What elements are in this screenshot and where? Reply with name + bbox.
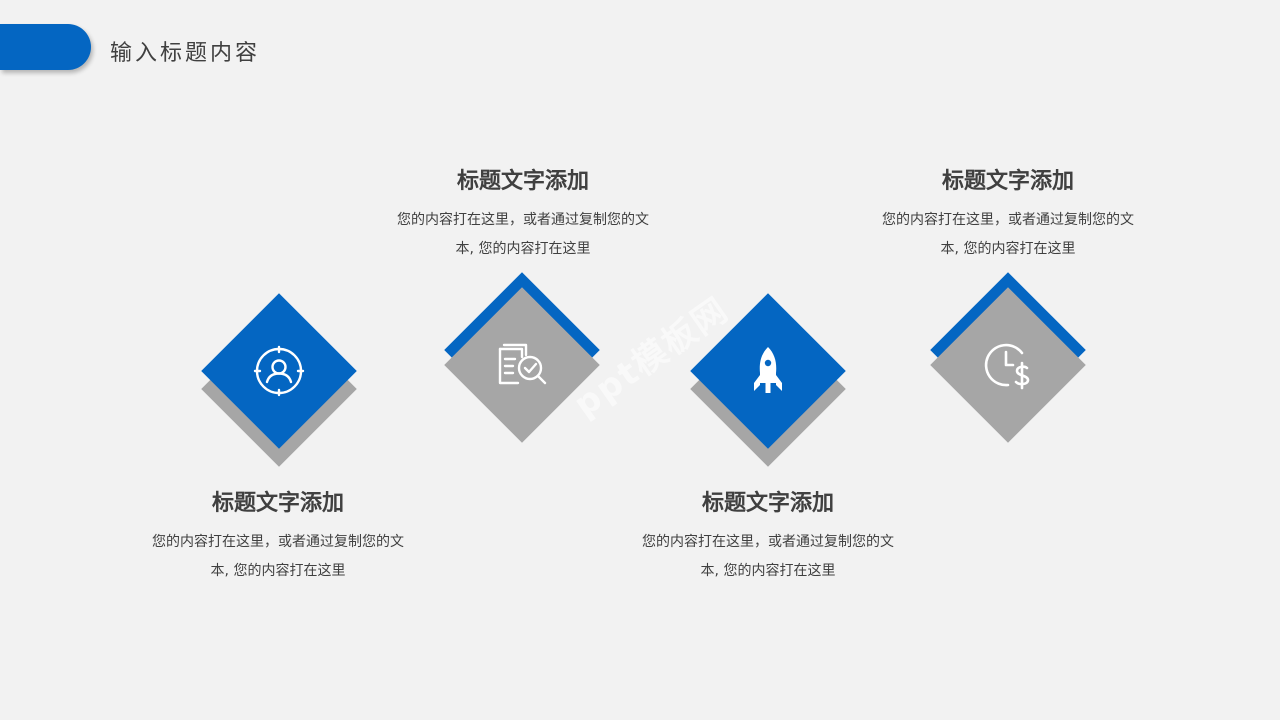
item-2-title: 标题文字添加 [456, 169, 589, 194]
item-2-description: 您的内容打在这里，或者通过复制您的文 本, 您的内容打在这里 [373, 206, 673, 264]
item-1-description: 您的内容打在这里，或者通过复制您的文 本, 您的内容打在这里 [128, 528, 428, 586]
item-4-title: 标题文字添加 [941, 169, 1074, 194]
header-accent-tab [0, 24, 91, 70]
item-3-title: 标题文字添加 [701, 491, 834, 516]
item-3-desc-line-1: 您的内容打在这里，或者通过复制您的文 [642, 534, 894, 550]
page-title: 输入标题内容 [110, 41, 261, 66]
item-1-desc-line-1: 您的内容打在这里，或者通过复制您的文 [152, 534, 404, 550]
item-4-desc-line-2: 本, 您的内容打在这里 [940, 241, 1076, 257]
document-search-check-icon [496, 339, 548, 391]
item-2-desc-line-2: 本, 您的内容打在这里 [455, 241, 591, 257]
item-2-desc-line-1: 您的内容打在这里，或者通过复制您的文 [397, 212, 649, 228]
item-4-description: 您的内容打在这里，或者通过复制您的文 本, 您的内容打在这里 [858, 206, 1158, 264]
item-3-desc-line-2: 本, 您的内容打在这里 [700, 563, 836, 579]
item-3-description: 您的内容打在这里，或者通过复制您的文 本, 您的内容打在这里 [618, 528, 918, 586]
rocket-icon [742, 345, 794, 397]
item-4-desc-line-1: 您的内容打在这里，或者通过复制您的文 [882, 212, 1134, 228]
item-1-title: 标题文字添加 [211, 491, 344, 516]
clock-dollar-icon [982, 339, 1034, 391]
user-target-icon [253, 345, 305, 397]
item-1-desc-line-2: 本, 您的内容打在这里 [210, 563, 346, 579]
